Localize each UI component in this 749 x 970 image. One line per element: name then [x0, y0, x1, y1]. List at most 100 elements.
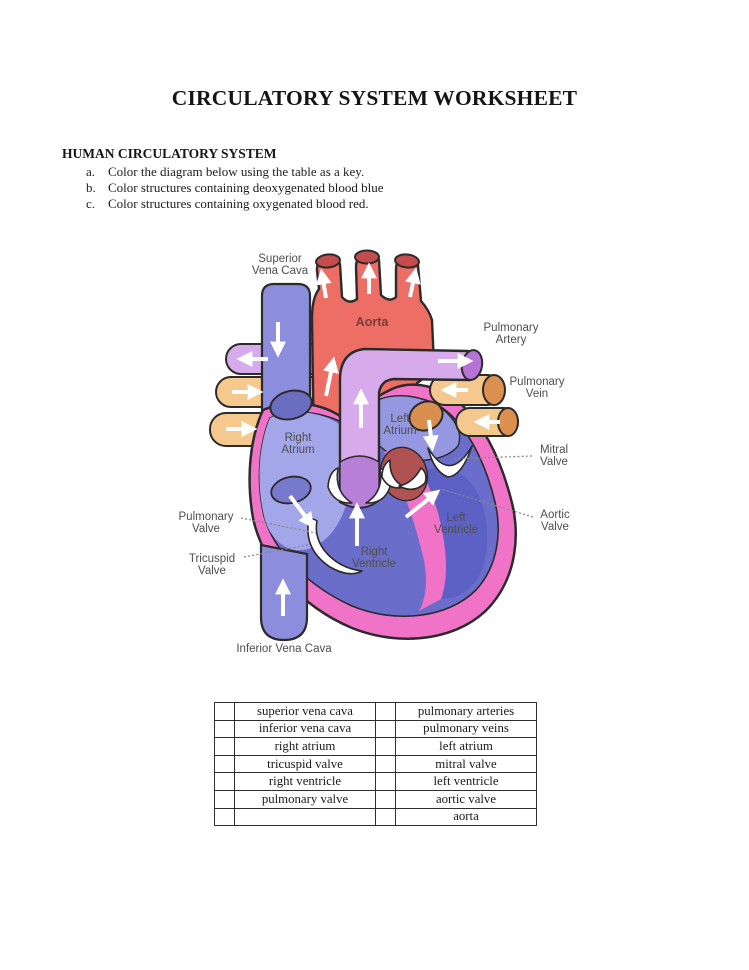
svg-text:Pulmonary: Pulmonary [510, 376, 565, 388]
flow-arrow-aorta-branch3 [405, 267, 421, 298]
leader-pulmonary-valve [240, 517, 317, 534]
color-key-table: superior vena cava pulmonary arteries in… [214, 702, 537, 827]
tricuspid-valve-cusp [307, 517, 363, 575]
svg-text:Valve: Valve [540, 456, 568, 468]
label-aorta: Aorta [356, 315, 390, 329]
flow-arrow-left-ventricle-up [404, 489, 441, 519]
label-right-atrium: Right Atrium [281, 432, 314, 456]
color-box-cell [214, 754, 235, 774]
term-cell: right ventricle [234, 772, 376, 791]
label-pulmonary-valve: Pulmonary Valve [179, 511, 234, 535]
term-cell: pulmonary veins [395, 719, 537, 739]
color-box-cell [375, 754, 396, 774]
color-box-cell [214, 789, 235, 809]
mitral-valve-cusp [427, 445, 473, 478]
septum-band [384, 446, 447, 611]
flow-arrow-aorta-branch1 [315, 268, 332, 299]
term-cell: left atrium [395, 737, 537, 756]
term-cell [234, 807, 376, 827]
leader-aortic-valve [440, 488, 534, 518]
svg-text:Pulmonary: Pulmonary [179, 511, 234, 523]
svg-text:Mitral: Mitral [540, 444, 568, 456]
label-mitral-valve: Mitral Valve [540, 444, 568, 468]
list-marker: c. [86, 196, 96, 211]
instruction-text: Color structures containing oxygenated b… [108, 196, 369, 211]
svg-text:Left: Left [446, 512, 466, 524]
term-cell: superior vena cava [234, 702, 376, 721]
term-cell: inferior vena cava [234, 719, 376, 739]
color-box-cell [214, 719, 235, 739]
flow-arrow-right-atrium-down [288, 494, 315, 529]
list-marker: b. [86, 180, 96, 195]
table-row: pulmonary valve aortic valve [214, 789, 537, 809]
svg-text:Inferior Vena Cava: Inferior Vena Cava [236, 643, 332, 655]
term-cell: tricuspid valve [234, 754, 376, 774]
term-cell: pulmonary arteries [395, 702, 537, 721]
table-row: inferior vena cava pulmonary veins [214, 719, 537, 739]
label-pulmonary-artery: Pulmonary Artery [484, 322, 539, 346]
label-superior-vena-cava: Superior Vena Cava [252, 253, 309, 277]
svg-text:Vena Cava: Vena Cava [252, 265, 309, 277]
term-cell: right atrium [234, 737, 376, 756]
color-box-cell [375, 702, 396, 721]
table-row: superior vena cava pulmonary arteries [214, 702, 537, 721]
instruction-item: a. Color the diagram below using the tab… [86, 164, 383, 180]
instruction-item: b. Color structures containing deoxygena… [86, 180, 383, 196]
svc-opening [269, 389, 313, 421]
label-right-ventricle: Right Ventricle [352, 546, 396, 570]
label-pulmonary-vein: Pulmonary Vein [510, 376, 565, 400]
color-box-cell [214, 807, 235, 827]
color-box-cell [375, 737, 396, 756]
svg-text:Ventricle: Ventricle [434, 524, 478, 536]
svg-text:Ventricle: Ventricle [352, 558, 396, 570]
valve-cusps [307, 445, 473, 575]
color-box-cell [375, 789, 396, 809]
leader-lines [240, 455, 534, 558]
svg-text:Left: Left [390, 413, 410, 425]
label-aortic-valve: Aortic Valve [540, 509, 570, 533]
term-cell: left ventricle [395, 772, 537, 791]
label-left-atrium: Left Atrium [383, 413, 416, 437]
color-box-cell [214, 702, 235, 721]
key-table: superior vena cava pulmonary arteries in… [214, 702, 537, 827]
label-inferior-vena-cava: Inferior Vena Cava [236, 643, 332, 655]
leader-mitral-valve [451, 455, 533, 460]
label-tricuspid-valve: Tricuspid Valve [189, 553, 235, 577]
svg-text:Vein: Vein [526, 388, 548, 400]
label-left-ventricle: Left Ventricle [434, 512, 478, 536]
instruction-text: Color the diagram below using the table … [108, 164, 365, 179]
color-box-cell [375, 772, 396, 791]
svg-text:Atrium: Atrium [281, 444, 314, 456]
color-box-cell [214, 737, 235, 756]
svg-text:Tricuspid: Tricuspid [189, 553, 235, 565]
color-box-cell [375, 719, 396, 739]
svg-text:Pulmonary: Pulmonary [484, 322, 539, 334]
instruction-item: c. Color structures containing oxygenate… [86, 196, 383, 212]
page-title: CIRCULATORY SYSTEM WORKSHEET [171, 86, 578, 110]
pulmonary-valve-cusp [327, 467, 353, 504]
diagram-labels: Superior Vena Cava Aorta Pulmonary Arter… [179, 253, 570, 655]
svg-text:Valve: Valve [541, 521, 569, 533]
instruction-text: Color structures containing deoxygenated… [108, 180, 384, 195]
aortic-valve-cusp [381, 459, 405, 489]
svg-text:Aorta: Aorta [356, 315, 390, 329]
list-marker: a. [86, 164, 96, 179]
heart-diagram: Superior Vena Cava Aorta Pulmonary Arter… [150, 235, 590, 675]
flow-arrow-left-atrium-down [422, 419, 439, 452]
svg-text:Right: Right [361, 546, 389, 558]
svg-text:Atrium: Atrium [383, 425, 416, 437]
color-box-cell [375, 807, 396, 827]
svg-text:Superior: Superior [258, 253, 302, 265]
heart-diagram-svg: Superior Vena Cava Aorta Pulmonary Arter… [179, 249, 570, 655]
aortic-valve-cusp [398, 467, 427, 491]
svg-text:Valve: Valve [198, 565, 226, 577]
term-cell: mitral valve [395, 754, 537, 774]
table-row: aorta [214, 807, 537, 827]
term-cell: aorta [395, 807, 537, 827]
flow-arrows [226, 262, 500, 616]
svg-text:Valve: Valve [192, 523, 220, 535]
svg-text:Aortic: Aortic [540, 509, 570, 521]
table-row: right ventricle left ventricle [214, 772, 537, 791]
table-row: right atrium left atrium [214, 737, 537, 756]
